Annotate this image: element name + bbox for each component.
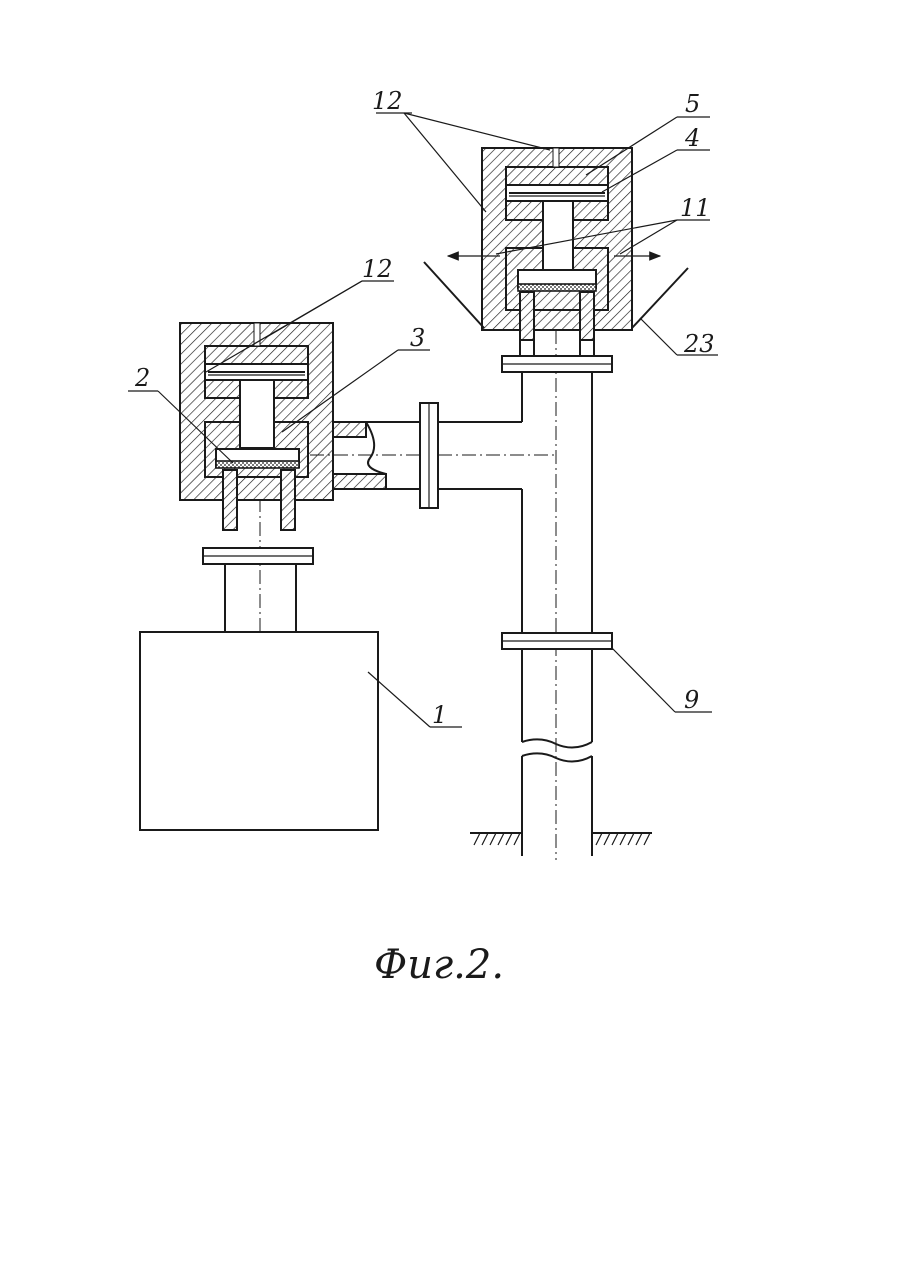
label-1: 1: [432, 701, 447, 729]
label-5: 5: [685, 90, 700, 118]
ground-line: [470, 833, 652, 845]
label-3: 3: [410, 324, 425, 352]
main-vertical-pipe: [522, 330, 592, 860]
label-23: 23: [683, 330, 715, 358]
label-4: 4: [684, 124, 700, 152]
figure-caption: Фиг.2.: [374, 942, 504, 988]
tank-body: [140, 632, 378, 830]
label-12-left: 12: [362, 255, 393, 283]
label-11: 11: [680, 194, 711, 222]
label-2: 2: [134, 364, 150, 392]
tee-branch: [438, 422, 556, 489]
label-12-top: 12: [372, 87, 403, 115]
cone-line-left: [424, 262, 484, 328]
label-9: 9: [684, 686, 699, 714]
lower-valve-housing: [180, 323, 333, 530]
